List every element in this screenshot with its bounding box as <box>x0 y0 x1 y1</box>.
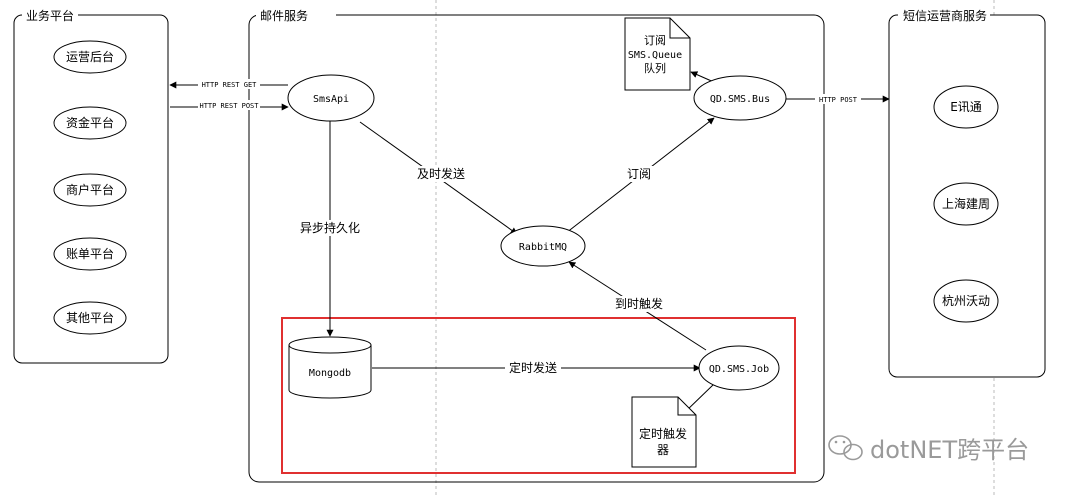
async-persist-label: 异步持久化 <box>300 220 360 235</box>
platform-node[interactable]: 商户平台 <box>53 173 127 207</box>
platform-node[interactable]: 运营后台 <box>53 40 127 74</box>
wechat-icon <box>828 435 863 461</box>
svg-text:其他平台: 其他平台 <box>66 310 114 325</box>
mail-service-group: 邮件服务 <box>248 8 825 483</box>
queue-document[interactable]: 订阅 SMS.Queue 队列 <box>624 17 691 91</box>
sms-provider-group: 短信运营商服务 E讯通 上海建周 杭州沃动 <box>888 8 1046 378</box>
provider-node[interactable]: E讯通 <box>933 85 999 129</box>
job-node[interactable]: QD.SMS.Job <box>698 345 780 391</box>
scheduled-send-label: 定时发送 <box>509 360 557 375</box>
watermark-text: dotNET跨平台 <box>870 436 1029 464</box>
svg-text:器: 器 <box>657 443 669 457</box>
svg-text:账单平台: 账单平台 <box>66 246 114 261</box>
business-group-title: 业务平台 <box>26 8 74 23</box>
provider-node[interactable]: 杭州沃动 <box>933 279 999 323</box>
svg-text:队列: 队列 <box>644 61 666 75</box>
svg-text:订阅: 订阅 <box>644 34 666 47</box>
http-get-label: HTTP REST GET <box>202 81 258 89</box>
business-platform-group: 业务平台 运营后台 资金平台 商户平台 账单平台 其他平台 <box>13 8 169 364</box>
svg-text:资金平台: 资金平台 <box>66 115 114 130</box>
svg-text:QD.SMS.Job: QD.SMS.Job <box>709 364 769 375</box>
svg-text:上海建周: 上海建周 <box>942 196 990 211</box>
svg-text:SmsApi: SmsApi <box>313 94 349 105</box>
subscribe-label: 订阅 <box>627 167 651 181</box>
edge-labels: HTTP REST GET HTTP REST POST HTTP POST 及… <box>198 79 861 375</box>
svg-text:杭州沃动: 杭州沃动 <box>942 293 990 308</box>
platform-node[interactable]: 其他平台 <box>53 301 127 335</box>
bus-node[interactable]: QD.SMS.Bus <box>693 75 787 121</box>
rabbitmq-node[interactable]: RabbitMQ <box>500 225 586 267</box>
svg-text:RabbitMQ: RabbitMQ <box>519 242 567 253</box>
http-post-out-label: HTTP POST <box>819 96 858 104</box>
svg-text:定时触发: 定时触发 <box>639 426 687 441</box>
trigger-document[interactable]: 定时触发 器 <box>631 396 697 468</box>
svg-text:E讯通: E讯通 <box>950 100 982 114</box>
watermark: dotNET跨平台 <box>828 435 1029 464</box>
http-post-in-label: HTTP REST POST <box>199 102 259 110</box>
sms-group-title: 短信运营商服务 <box>903 8 987 23</box>
svg-text:Mongodb: Mongodb <box>309 368 351 379</box>
scheduled-trigger-label: 到时触发 <box>615 296 663 311</box>
platform-node[interactable]: 资金平台 <box>53 106 127 140</box>
smsapi-node[interactable]: SmsApi <box>287 74 375 122</box>
svg-text:运营后台: 运营后台 <box>66 49 114 64</box>
mongodb-cylinder[interactable]: Mongodb <box>288 336 372 399</box>
mail-group-title: 邮件服务 <box>260 8 308 23</box>
scheduled-send-highlight <box>281 317 796 474</box>
immediate-send-label: 及时发送 <box>417 166 465 181</box>
provider-node[interactable]: 上海建周 <box>933 182 999 226</box>
platform-node[interactable]: 账单平台 <box>53 237 127 271</box>
svg-text:商户平台: 商户平台 <box>66 182 114 197</box>
svg-text:SMS.Queue: SMS.Queue <box>628 50 682 61</box>
svg-text:QD.SMS.Bus: QD.SMS.Bus <box>710 94 770 105</box>
